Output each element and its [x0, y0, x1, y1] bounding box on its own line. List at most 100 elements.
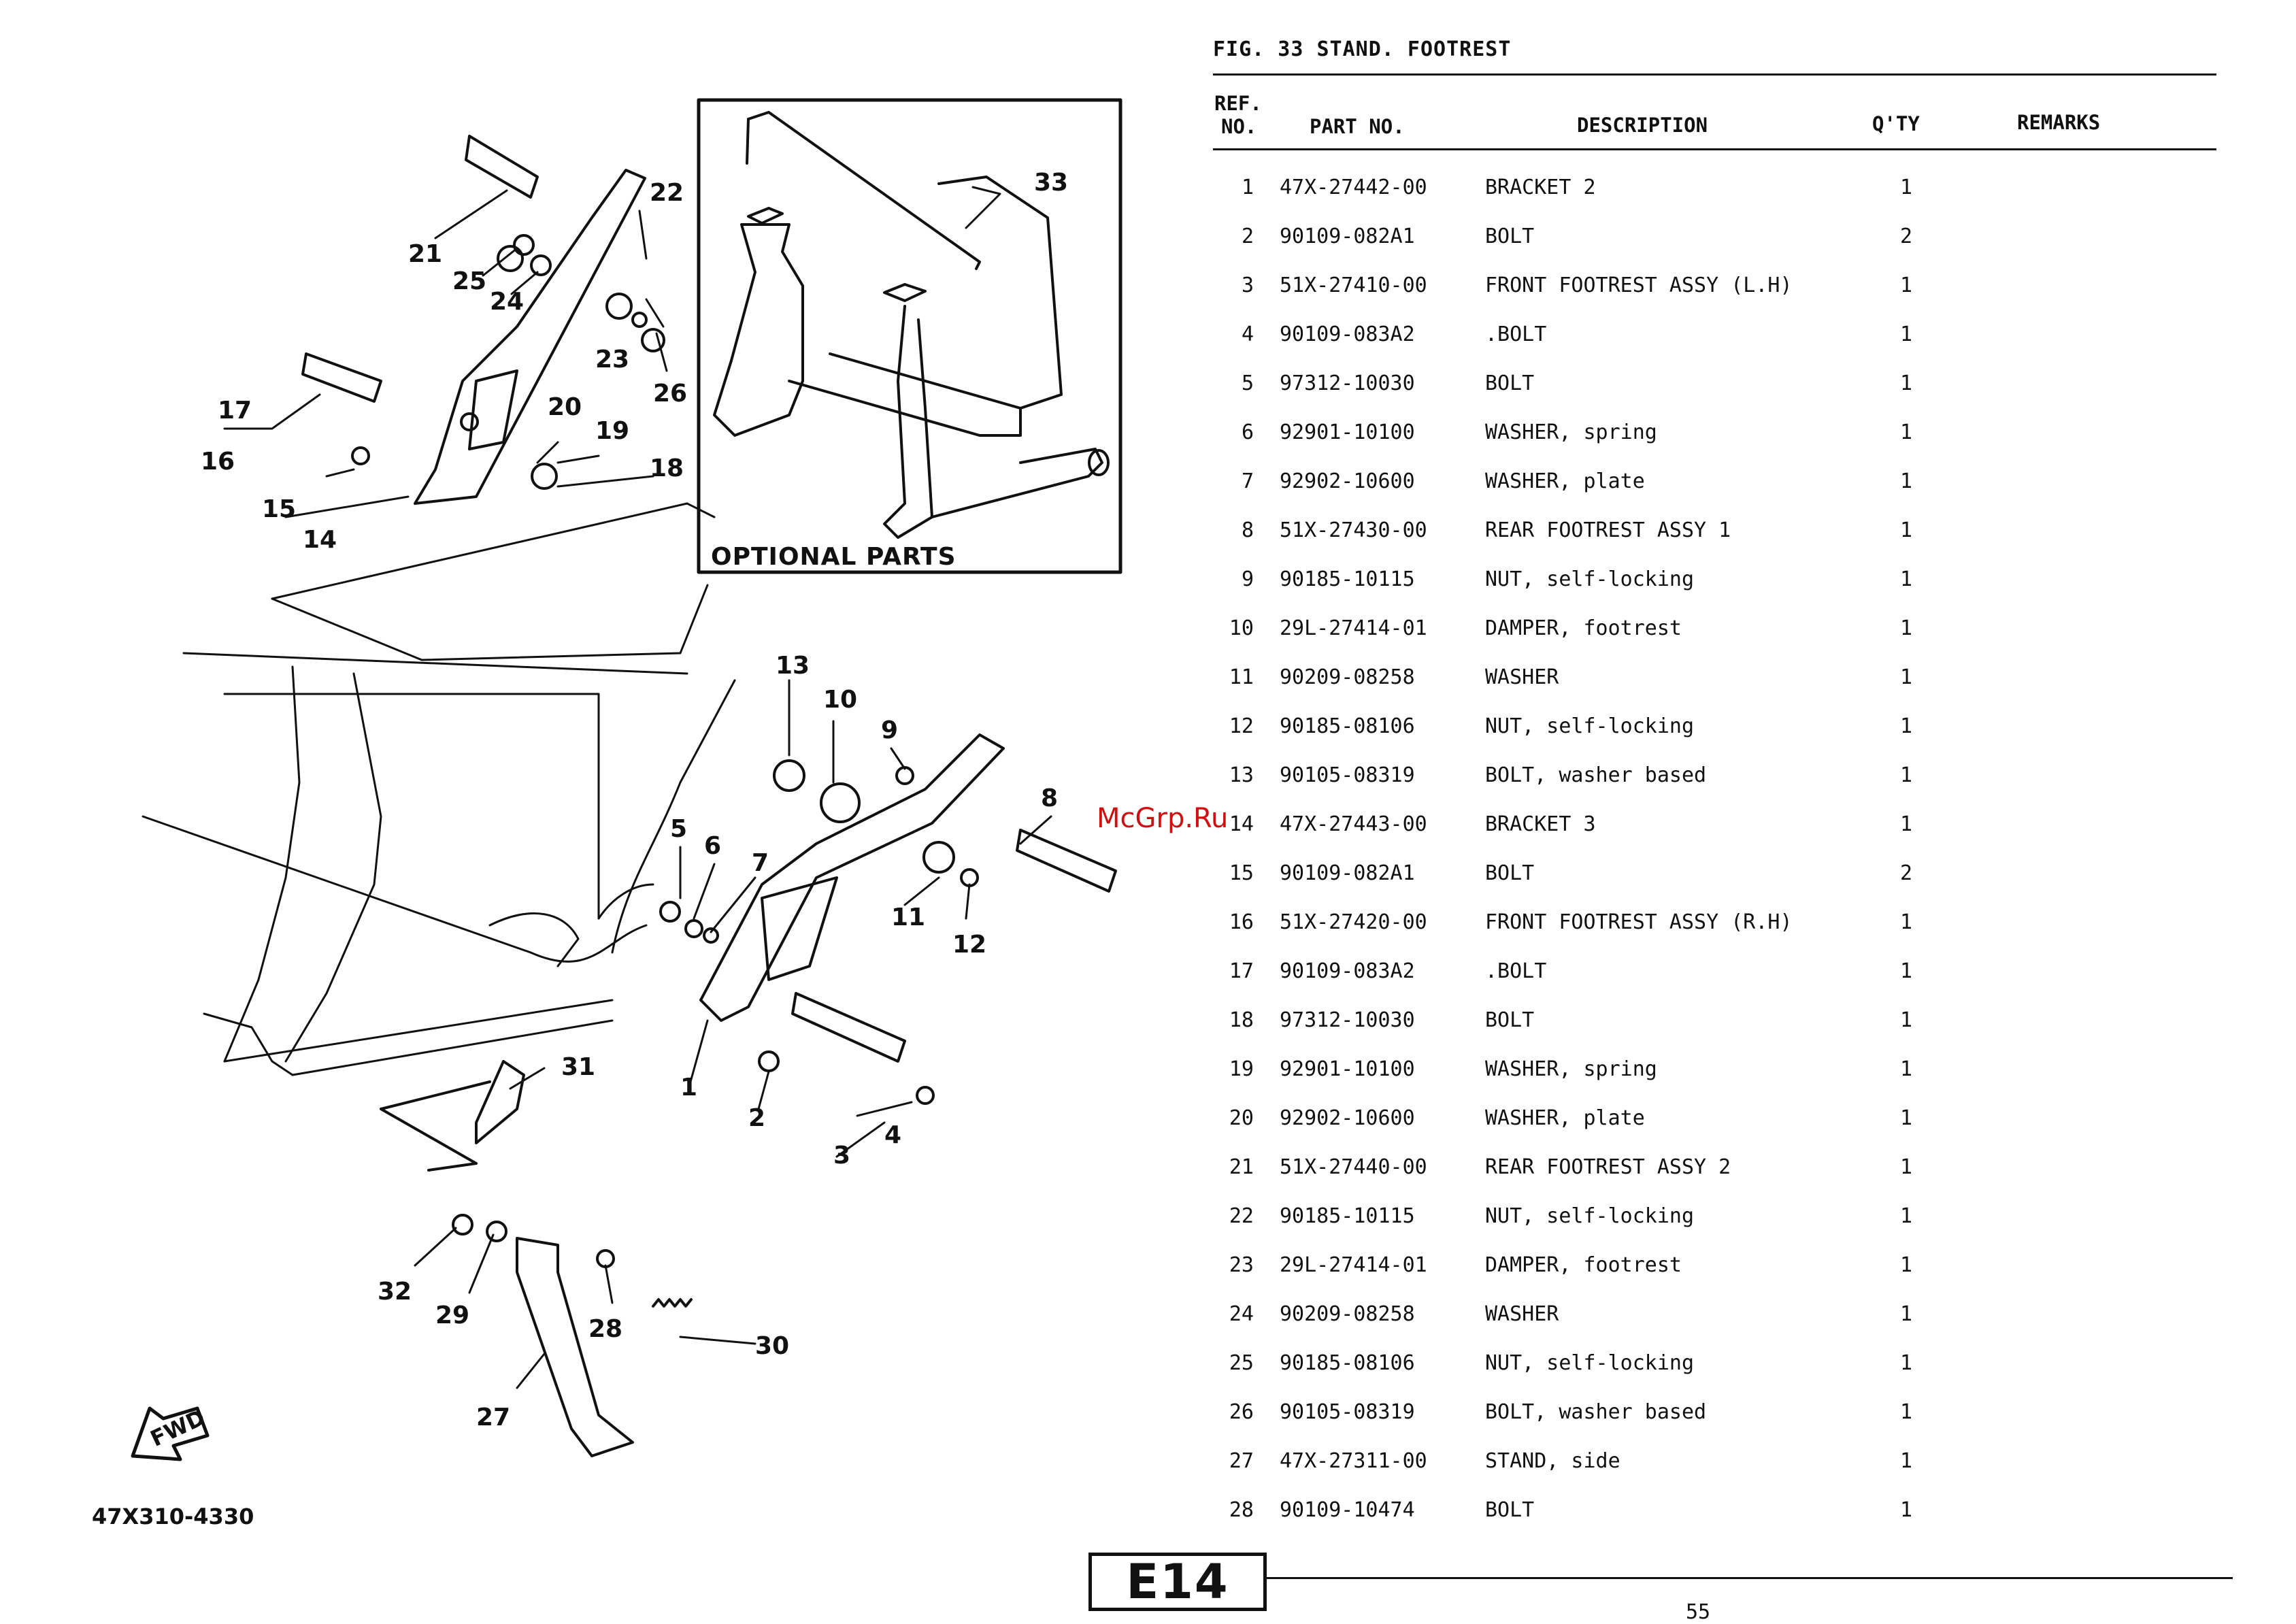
callout-8: 8: [1041, 784, 1058, 812]
bracket-3-assembly: [301, 135, 665, 505]
callout-12: 12: [952, 931, 986, 959]
cell-part-no: 51X-27420-00: [1280, 910, 1427, 934]
cell-qty: 1: [1900, 1155, 1913, 1179]
callout-24: 24: [490, 288, 524, 316]
cell-part-no: 92901-10100: [1280, 420, 1415, 444]
callout-1: 1: [680, 1074, 697, 1101]
header-rule: [1213, 148, 2216, 150]
cell-description: BOLT: [1485, 1008, 1535, 1032]
cell-ref: 22: [1229, 1204, 1254, 1228]
cell-qty: 1: [1900, 371, 1913, 395]
cell-qty: 1: [1900, 567, 1913, 591]
header-ref-line1: REF.: [1214, 92, 1262, 115]
cell-qty: 2: [1900, 861, 1913, 885]
callout-6: 6: [704, 832, 721, 860]
footer-rule: [1267, 1577, 2233, 1579]
optional-parts-frame: [697, 98, 1122, 574]
header-part-no: PART NO.: [1310, 115, 1405, 138]
callout-numbers: 1234567891011121314151617181920212223242…: [201, 169, 1068, 1431]
cell-description: DAMPER, footrest: [1485, 1253, 1682, 1277]
callout-2: 2: [748, 1104, 765, 1132]
cell-part-no: 90105-08319: [1280, 1400, 1415, 1424]
callout-22: 22: [650, 179, 684, 207]
cell-part-no: 92902-10600: [1280, 469, 1415, 493]
cell-description: WASHER: [1485, 1302, 1559, 1326]
cell-description: BRACKET 3: [1485, 812, 1596, 836]
cell-description: .BOLT: [1485, 322, 1547, 346]
cell-part-no: 90185-08106: [1280, 714, 1415, 738]
page-number: 55: [1686, 1600, 1711, 1624]
callout-29: 29: [435, 1302, 469, 1329]
cell-description: BRACKET 2: [1485, 176, 1596, 199]
cell-part-no: 92901-10100: [1280, 1057, 1415, 1081]
cell-description: FRONT FOOTREST ASSY (L.H): [1485, 274, 1793, 297]
figure-title: FIG. 33 STAND. FOOTREST: [1213, 37, 1512, 61]
cell-ref: 13: [1229, 763, 1254, 787]
cell-part-no: 90109-083A2: [1280, 959, 1415, 983]
cell-ref: 15: [1229, 861, 1254, 885]
cell-description: WASHER, spring: [1485, 1057, 1657, 1081]
cell-description: STAND, side: [1485, 1449, 1620, 1473]
cell-ref: 26: [1229, 1400, 1254, 1424]
leader-lines: [223, 186, 1052, 1389]
callout-30: 30: [755, 1332, 789, 1360]
callout-15: 15: [262, 495, 296, 523]
cell-part-no: 90209-08258: [1280, 665, 1415, 689]
cell-qty: 1: [1900, 665, 1913, 689]
cell-part-no: 97312-10030: [1280, 371, 1415, 395]
cell-part-no: 90209-08258: [1280, 1302, 1415, 1326]
sheet-tag-text: E14: [1126, 1554, 1229, 1610]
header-description: DESCRIPTION: [1577, 114, 1708, 137]
cell-description: WASHER, spring: [1485, 420, 1657, 444]
cell-qty: 1: [1900, 1351, 1913, 1375]
sheet-tag: E14: [1088, 1553, 1267, 1611]
cell-qty: 1: [1900, 420, 1913, 444]
cell-ref: 1: [1241, 176, 1254, 199]
callout-28: 28: [588, 1315, 622, 1343]
cell-part-no: 29L-27414-01: [1280, 616, 1427, 640]
cell-ref: 3: [1241, 274, 1254, 297]
cell-ref: 19: [1229, 1057, 1254, 1081]
cell-description: BOLT: [1485, 1498, 1535, 1522]
cell-part-no: 47X-27443-00: [1280, 812, 1427, 836]
cell-part-no: 90109-082A1: [1280, 225, 1415, 248]
callout-27: 27: [476, 1404, 510, 1431]
cell-ref: 24: [1229, 1302, 1254, 1326]
cell-qty: 1: [1900, 1498, 1913, 1522]
cell-qty: 1: [1900, 1253, 1913, 1277]
cell-description: WASHER, plate: [1485, 1106, 1645, 1130]
callout-23: 23: [595, 346, 629, 374]
cell-description: BOLT: [1485, 225, 1535, 248]
cell-description: FRONT FOOTREST ASSY (R.H): [1485, 910, 1793, 934]
paddock-stand-drawing: [713, 111, 1110, 539]
header-remarks: REMARKS: [2017, 111, 2101, 134]
callout-9: 9: [881, 716, 898, 744]
cell-qty: 1: [1900, 910, 1913, 934]
callout-3: 3: [833, 1142, 850, 1170]
cell-ref: 8: [1241, 518, 1254, 542]
cell-qty: 2: [1900, 225, 1913, 248]
cell-qty: 1: [1900, 274, 1913, 297]
cell-qty: 1: [1900, 959, 1913, 983]
cell-qty: 1: [1900, 1204, 1913, 1228]
cell-ref: 7: [1241, 469, 1254, 493]
cell-description: BOLT, washer based: [1485, 763, 1707, 787]
cell-qty: 1: [1900, 812, 1913, 836]
